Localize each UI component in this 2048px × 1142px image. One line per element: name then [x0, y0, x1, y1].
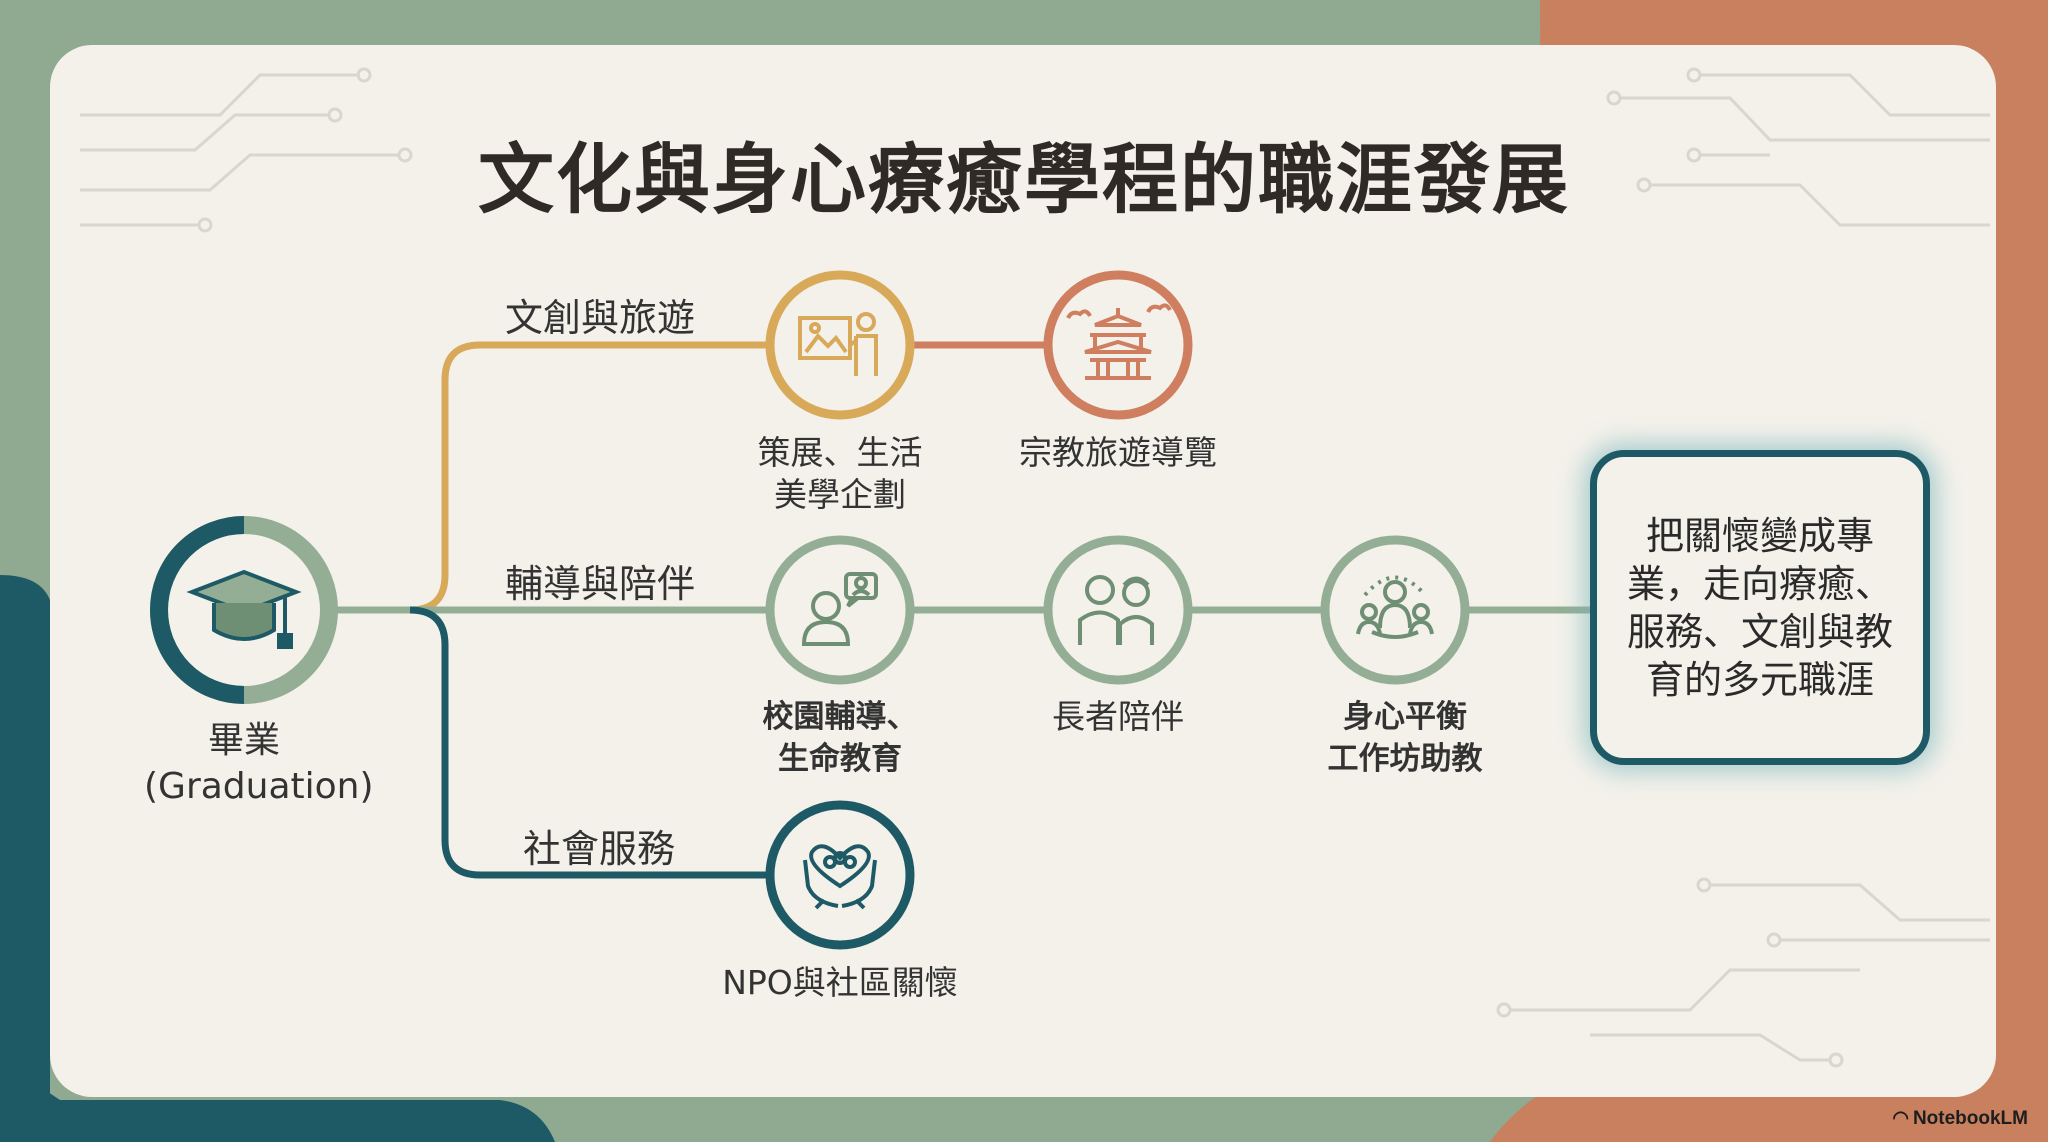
curation-label-line2: 美學企劃 — [774, 475, 906, 514]
page-title: 文化與身心療癒學程的職涯發展 — [478, 135, 1570, 224]
curation-label-line1: 策展、生活 — [757, 433, 923, 472]
presentation-icon — [798, 312, 878, 376]
notebooklm-logo-text: NotebookLM — [1912, 1108, 2028, 1129]
campus-counseling-label-line1: 校園輔導、 — [762, 699, 918, 735]
counselor-icon — [801, 572, 878, 646]
branch-line-social — [409, 606, 770, 879]
branch-label-counseling: 輔導與陪伴 — [505, 562, 696, 606]
elder-care-node — [1043, 535, 1193, 685]
elderly-couple-icon — [1078, 575, 1154, 645]
npo-node — [765, 800, 915, 950]
branch-label-creative-tourism: 文創與旅遊 — [505, 296, 696, 340]
graduation-label: 畢業 (Graduation) — [144, 718, 374, 810]
career-outcome-text: 把關懷變成專業，走向療癒、服務、文創與教育的多元職涯 — [1626, 513, 1893, 702]
graduation-node — [150, 516, 338, 704]
campus-counseling-label-line2: 生命教育 — [778, 741, 902, 777]
career-outcome-box: 把關懷變成專業，走向療癒、服務、文創與教育的多元職涯 — [1590, 450, 1930, 765]
notebooklm-logo-icon: ◠ — [1892, 1108, 1909, 1129]
notebooklm-logo: ◠NotebookLM — [1892, 1107, 2028, 1130]
balance-workshop-node — [1320, 535, 1470, 685]
curation-label: 策展、生活 美學企劃 — [720, 432, 960, 516]
religious-tour-node — [1043, 270, 1193, 420]
npo-label: NPO與社區關懷 — [722, 963, 958, 1002]
temple-icon — [1066, 303, 1172, 380]
graduation-label-en: (Graduation) — [144, 766, 374, 807]
balance-workshop-label: 身心平衡 工作坊助教 — [1285, 696, 1525, 780]
branch-label-social-service: 社會服務 — [523, 827, 676, 871]
campus-counseling-label: 校園輔導、 生命教育 — [720, 696, 960, 780]
curation-node — [765, 270, 915, 420]
balance-workshop-label-line1: 身心平衡 — [1343, 699, 1467, 735]
elder-care-label: 長者陪伴 — [1052, 697, 1184, 736]
campus-counseling-node — [765, 535, 915, 685]
meditation-icon — [1356, 575, 1434, 639]
caring-hands-icon — [803, 844, 877, 910]
balance-workshop-label-line2: 工作坊助教 — [1327, 741, 1483, 777]
graduation-label-main: 畢業 — [207, 720, 280, 761]
graduation-cap-icon — [186, 569, 302, 649]
religious-tour-label: 宗教旅遊導覽 — [1019, 433, 1217, 472]
